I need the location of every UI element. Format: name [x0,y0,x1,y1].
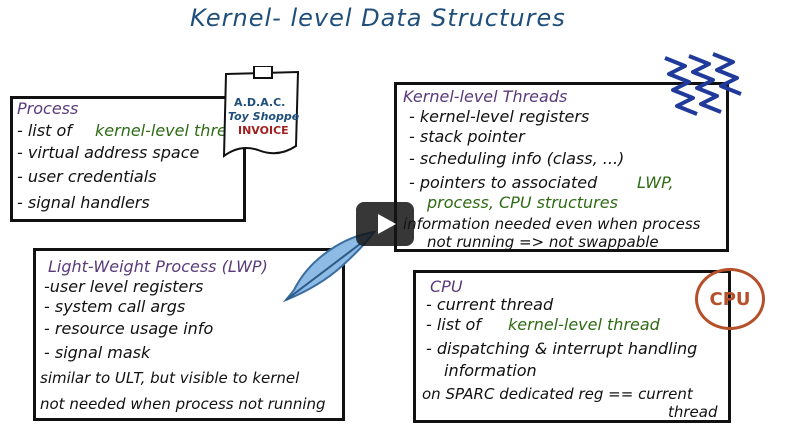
lwp-heading: Light-Weight Process (LWP) [48,257,268,276]
lwp-line-6: not needed when process not running [40,395,326,413]
klt-line-1: - kernel-level registers [409,107,590,126]
invoice-paper-icon [222,65,300,159]
cpu-badge: CPU [695,268,765,330]
kernel-level-threads-box: Kernel-level Threads - kernel-level regi… [394,82,729,252]
klt-line-3: - scheduling info (class, ...) [409,149,625,168]
cpu-box: CPU - current thread - list of kernel-le… [413,270,731,423]
lwp-line-1: -user level registers [44,277,204,296]
cpu-line-3: - dispatching & interrupt handling [426,339,698,358]
process-box: Process - list of kernel-level threads -… [10,96,255,222]
lwp-line-3: - resource usage info [44,319,214,338]
cpu-line-2-highlight: kernel-level thread [508,315,660,334]
process-heading: Process [17,99,79,118]
cpu-line-5: on SPARC dedicated reg == current [422,385,693,403]
play-button[interactable] [356,202,414,246]
cpu-line-2: - list of [426,315,481,334]
klt-line-4: - pointers to associated [409,173,598,192]
lwp-line-5: similar to ULT, but visible to kernel [40,369,300,387]
klt-heading: Kernel-level Threads [403,87,568,106]
cpu-heading: CPU [430,277,463,296]
cpu-line-1: - current thread [426,295,554,314]
klt-line-5: process, CPU structures [427,193,618,212]
cpu-line-6: thread [668,403,718,421]
play-icon [378,214,396,234]
invoice-line-2: Toy Shoppe [228,110,300,123]
klt-line-6: information needed even when process [403,215,701,233]
klt-line-7: not running => not swappable [427,233,659,251]
lwp-box: Light-Weight Process (LWP) -user level r… [33,248,345,421]
lwp-line-2: - system call args [44,297,186,316]
invoice-illustration: A.D.A.C. Toy Shoppe INVOICE [218,65,306,164]
klt-line-2: - stack pointer [409,127,525,146]
process-line-2: - virtual address space [17,143,200,162]
process-line-1: - list of [17,121,72,140]
process-line-3: - user credentials [17,167,157,186]
thread-squiggle-icon [664,52,742,116]
invoice-line-1: A.D.A.C. [234,96,286,109]
page-title: Kernel- level Data Structures [190,4,566,32]
lwp-line-4: - signal mask [44,343,151,362]
process-line-4: - signal handlers [17,193,150,212]
process-line-1-highlight: kernel-level threads [95,121,256,140]
invoice-line-3: INVOICE [238,124,289,137]
cpu-line-4: information [444,361,537,380]
klt-line-4-highlight: LWP, [637,173,674,192]
